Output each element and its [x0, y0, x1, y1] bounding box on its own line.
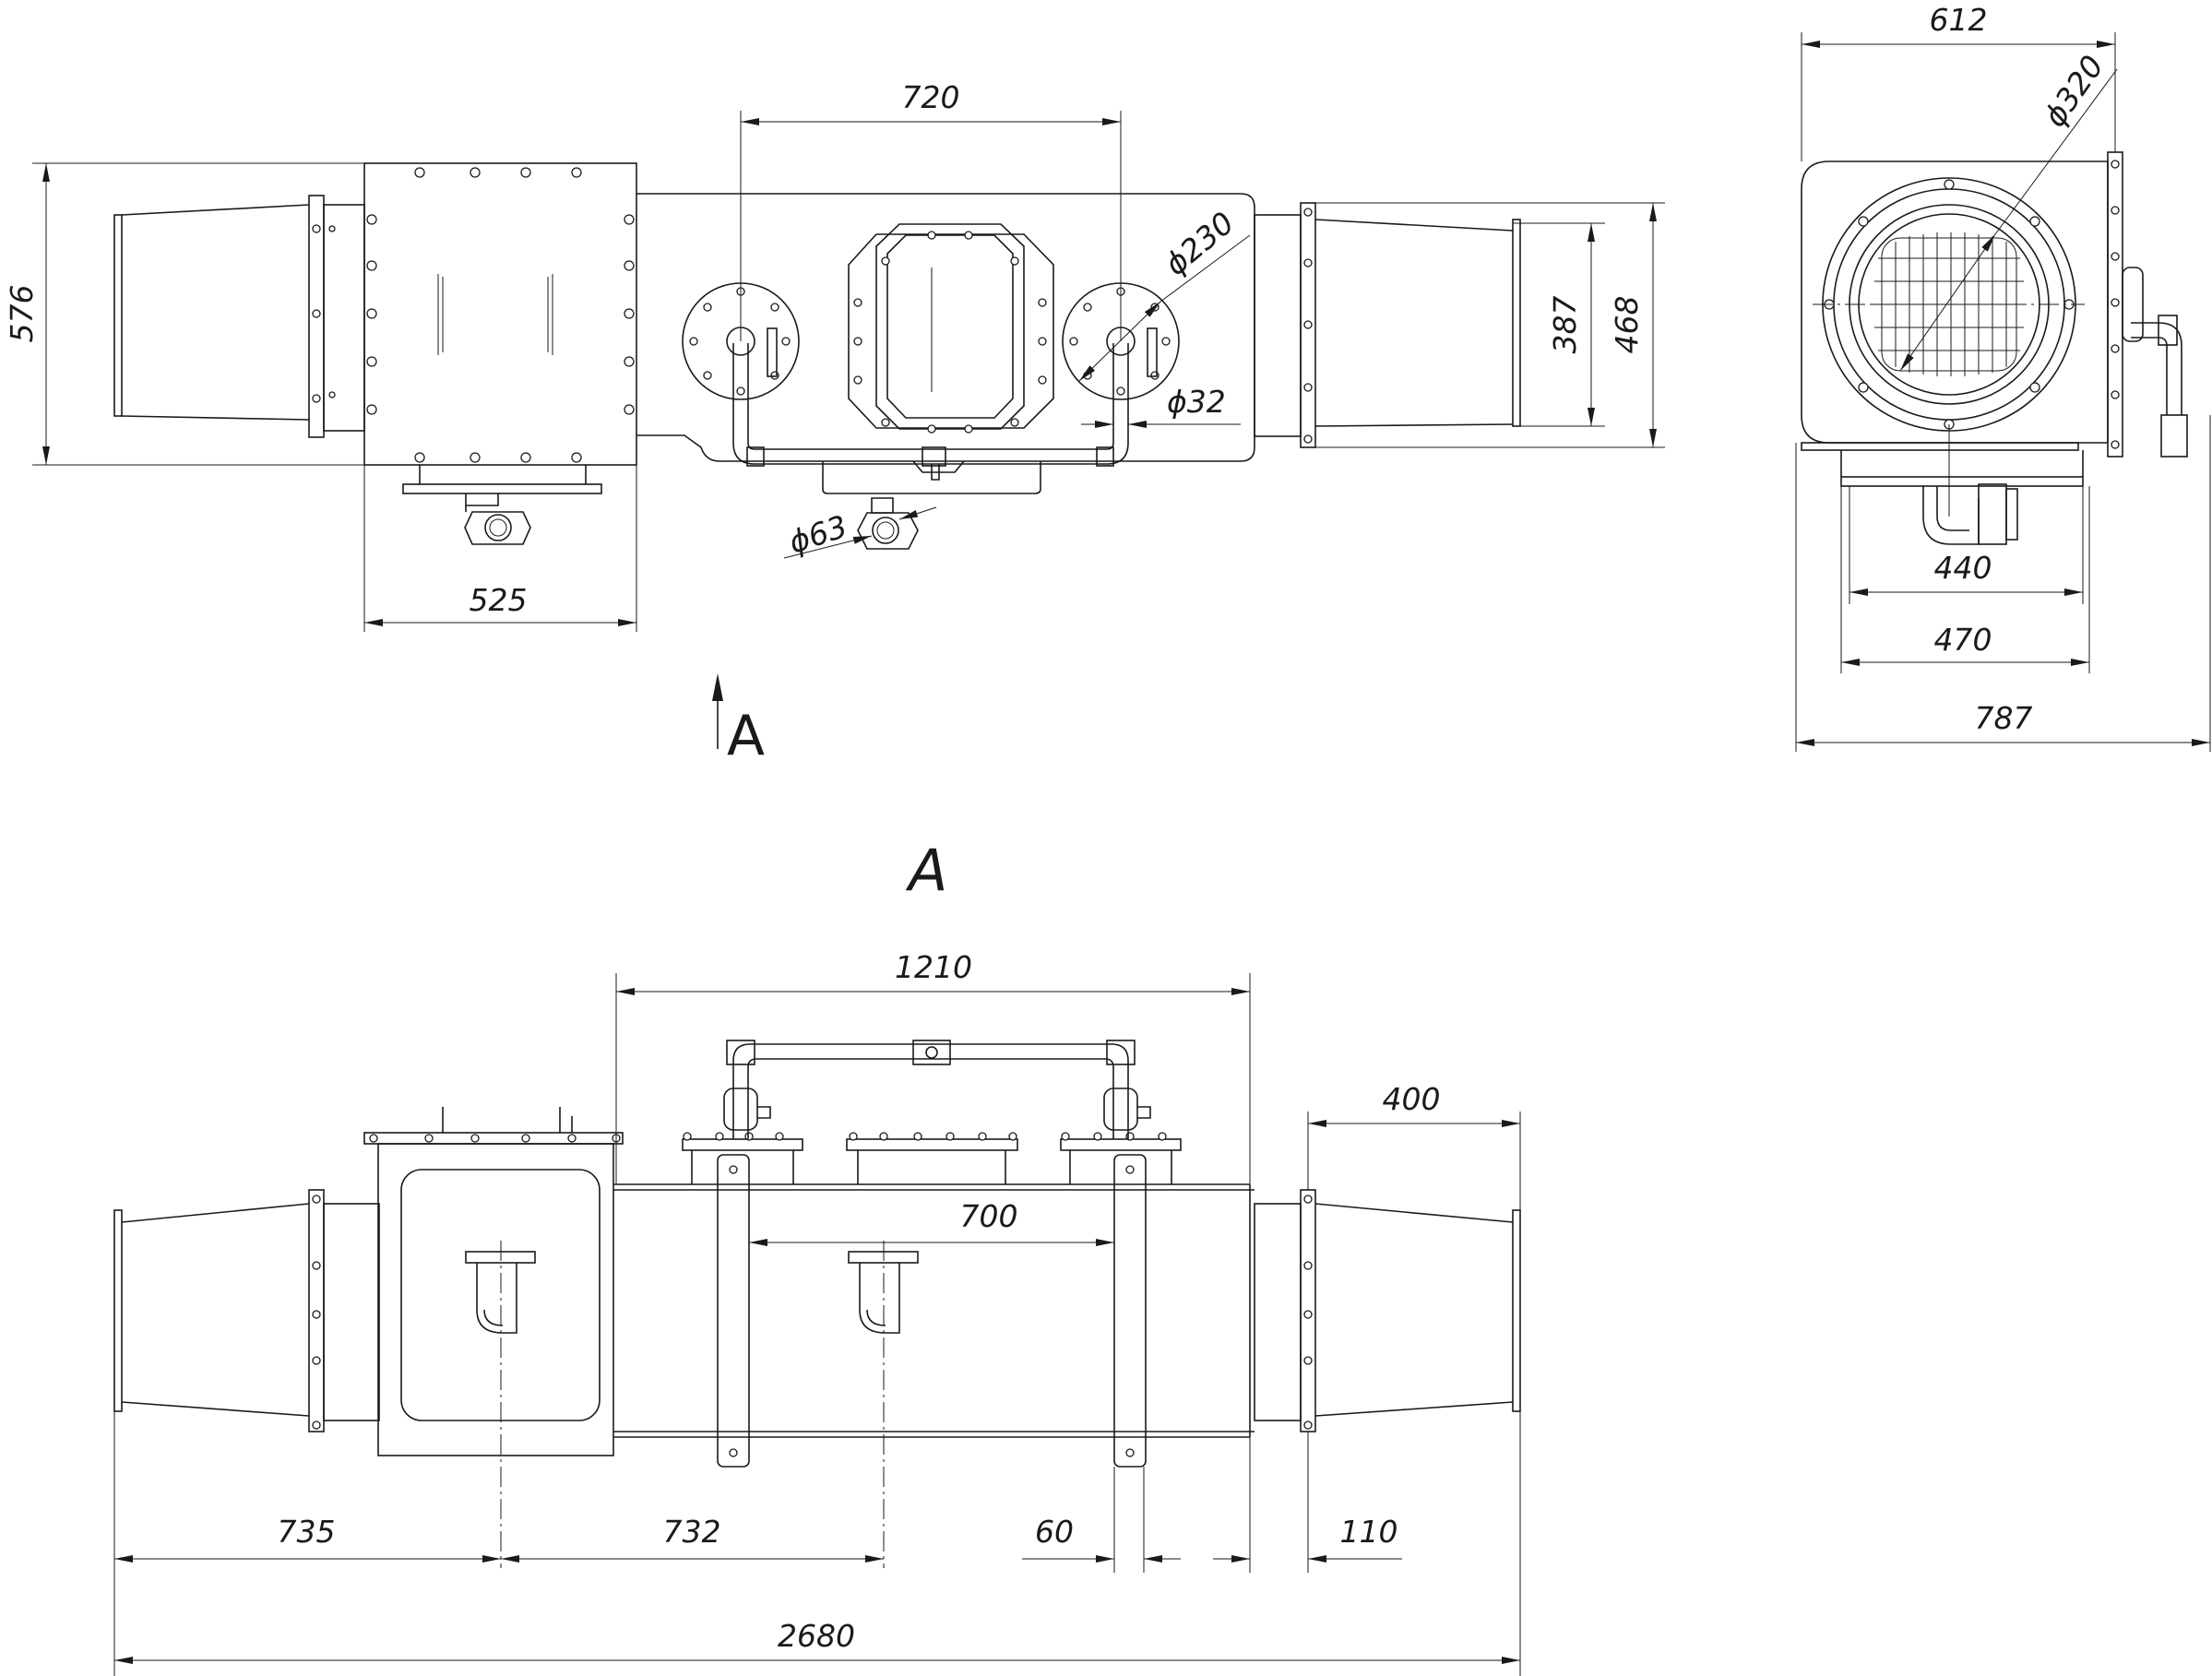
dim-dia-230-label: ϕ230 [1158, 205, 1241, 282]
filter-box-top [363, 162, 637, 545]
view-a-title: A [905, 837, 947, 904]
dim-dia-320-label: ϕ320 [2037, 49, 2111, 134]
dimension-525: 525 [363, 465, 637, 632]
dim-735-label: 735 [278, 1514, 336, 1550]
dimension-440: 440 [1849, 486, 2084, 604]
dim-110-label: 110 [1340, 1514, 1398, 1550]
dim-576-label: 576 [4, 285, 40, 343]
main-housing-top [636, 193, 1255, 494]
dim-1210-label: 1210 [895, 949, 972, 985]
dim-720-label: 720 [902, 79, 960, 115]
side-flange-bolts [2111, 160, 2120, 449]
dim-787-label: 787 [1975, 700, 2033, 736]
view-a-filter-box [363, 1107, 624, 1568]
dimension-700: 700 [749, 1198, 1114, 1246]
dim-612-label: 612 [1930, 2, 1988, 38]
top-view: 576 525 720 ϕ230 ϕ32 [4, 79, 1665, 768]
pipework-top [732, 343, 1129, 550]
view-a-right-cone [1254, 1189, 1521, 1432]
dimension-1210: 1210 [615, 949, 1251, 1184]
dimension-chain-bottom: 735 732 60 110 2680 [113, 1411, 1521, 1676]
dim-2680-label: 2680 [778, 1618, 855, 1654]
left-diffuser-cone [113, 195, 365, 438]
dimension-dia-230: ϕ230 [1078, 205, 1251, 382]
dim-470-label: 470 [1934, 622, 1992, 658]
view-arrow-a: A [712, 673, 765, 768]
side-pipe-fitting [2122, 267, 2188, 458]
dim-dia-32-label: ϕ32 [1167, 384, 1226, 420]
dimension-612: 612 [1801, 2, 2116, 161]
view-a-left-cone [113, 1189, 380, 1432]
dim-dia-63-label: ϕ63 [784, 508, 851, 561]
filter-box-bolts [366, 167, 635, 463]
dim-700-label: 700 [960, 1198, 1018, 1234]
dimension-387: 387 [1513, 222, 1605, 427]
dim-732-label: 732 [663, 1514, 721, 1550]
view-a-pipework [723, 1040, 1151, 1139]
view-a: A [113, 837, 1521, 1676]
dimension-468: 468 [1315, 202, 1665, 448]
dimension-576: 576 [4, 162, 364, 466]
dim-60-label: 60 [1035, 1514, 1074, 1550]
dimension-470: 470 [1840, 486, 2090, 673]
round-outlet-grille [1813, 177, 2085, 432]
view-arrow-letter: A [727, 704, 765, 768]
dim-400-label: 400 [1383, 1081, 1441, 1117]
side-view: 612 ϕ320 440 470 787 [1795, 2, 2211, 752]
dim-387-label: 387 [1547, 296, 1583, 354]
right-diffuser-cone [1254, 202, 1521, 448]
view-a-top-flange-bolts [683, 1132, 1167, 1141]
dimension-720: 720 [740, 79, 1122, 341]
dimension-dia-32: ϕ32 [1081, 384, 1241, 428]
dim-525-label: 525 [470, 582, 528, 618]
dim-440-label: 440 [1934, 550, 1992, 586]
left-flange-bolts [312, 224, 336, 403]
dimension-dia-320: ϕ320 [1899, 49, 2118, 372]
side-base [1801, 424, 2084, 545]
hatch-bolts [853, 231, 1047, 434]
dim-468-label: 468 [1609, 296, 1645, 354]
view-a-main-housing [613, 1132, 1255, 1568]
dimension-787: 787 [1795, 415, 2211, 752]
dimension-400: 400 [1307, 1081, 1521, 1210]
